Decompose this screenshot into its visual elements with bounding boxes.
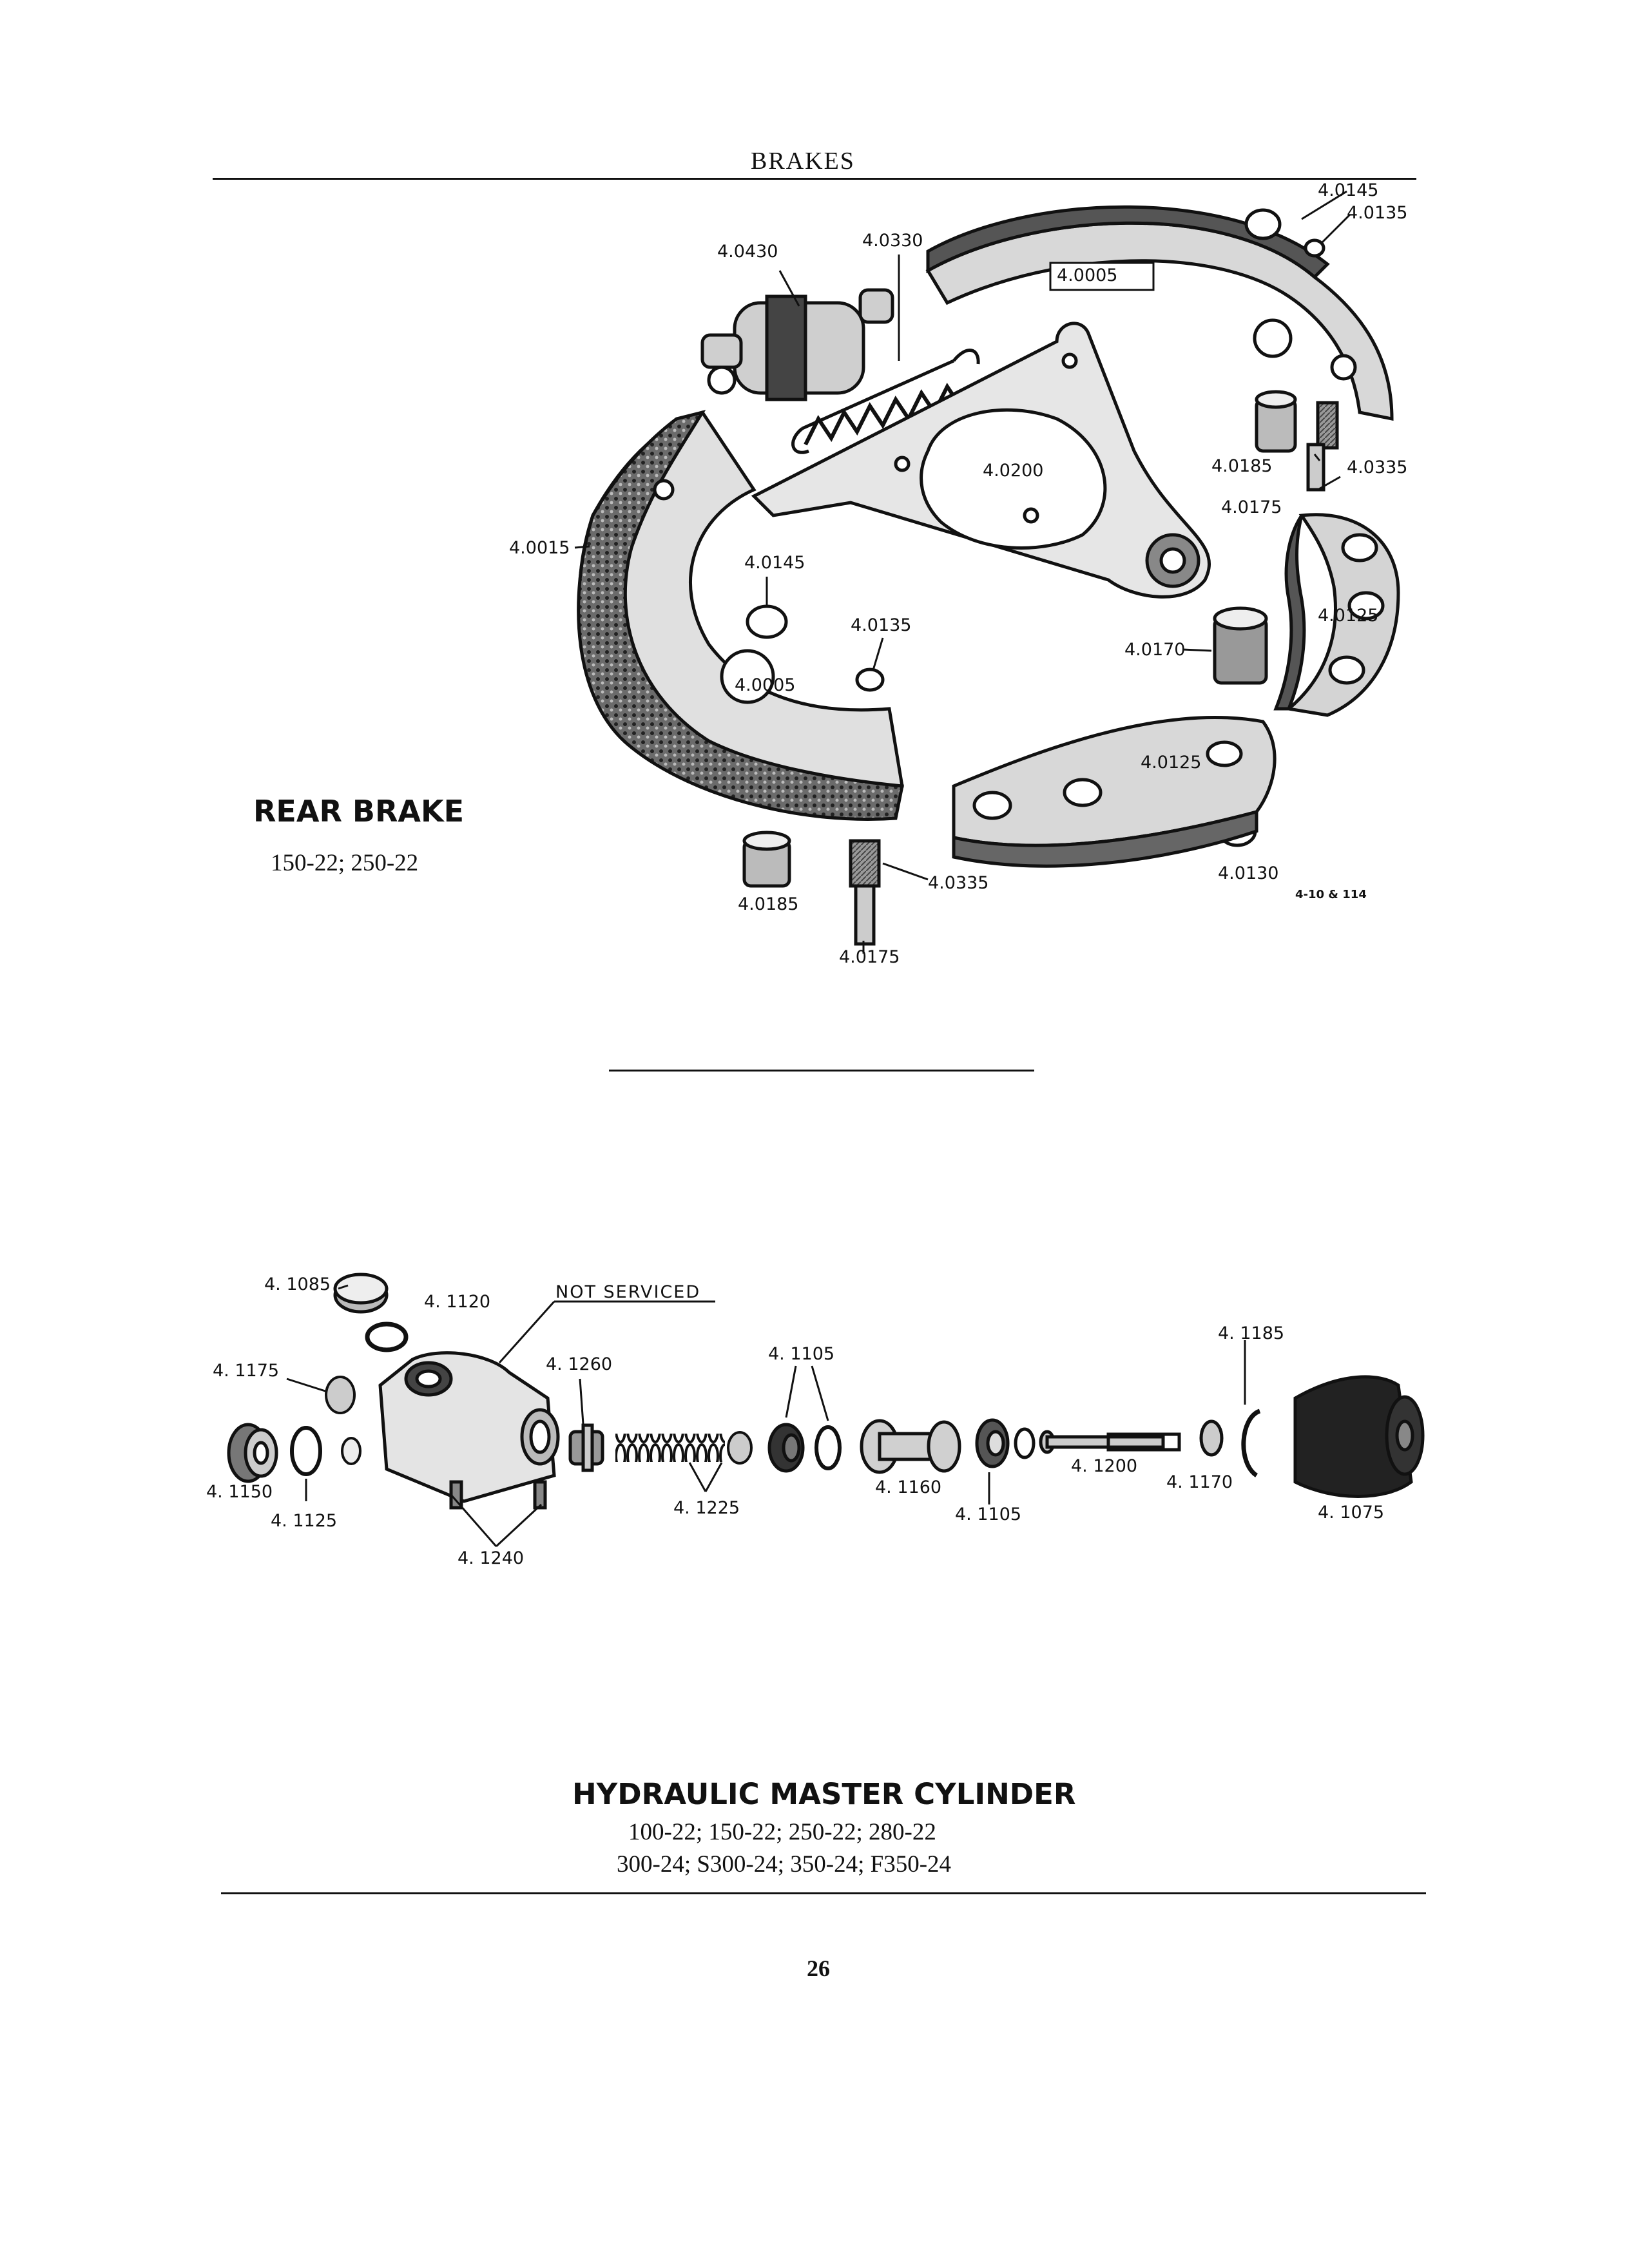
master-cylinder-illustration: [227, 1273, 1425, 1548]
callout-4-1105-bottom: 4. 1105: [955, 1504, 1022, 1524]
piston-cup: [767, 1423, 805, 1473]
push-rod: [1039, 1430, 1181, 1454]
anchor-parts-right: [1255, 390, 1339, 492]
callout-4-0185-right: 4.0185: [1211, 456, 1273, 476]
callout-4-0185-bottom: 4.0185: [738, 894, 799, 914]
rear-brake-models: 150-22; 250-22: [271, 850, 419, 876]
callout-4-1075: 4. 1075: [1318, 1503, 1385, 1523]
cylinder-body: [378, 1351, 560, 1510]
callout-4-1125: 4. 1125: [271, 1511, 338, 1531]
small-washer: [341, 1437, 361, 1465]
callout-4-1105-top: 4. 1105: [768, 1344, 835, 1364]
wheel-cylinder: [700, 288, 894, 401]
callout-4-1150: 4. 1150: [206, 1482, 273, 1502]
callout-4-1085: 4. 1085: [264, 1274, 331, 1294]
secondary-ring: [1014, 1427, 1036, 1459]
callout-4-0005-mid: 4.0005: [735, 675, 796, 695]
callout-4-0145-top: 4.0145: [1318, 180, 1379, 200]
cup-ring: [815, 1425, 842, 1470]
section-divider: [609, 1070, 1034, 1072]
callout-4-0175-bottom: 4.0175: [839, 947, 900, 967]
valve-disk: [325, 1376, 356, 1414]
footer-rule: [221, 1892, 1426, 1894]
anchor-parts-bottom: [742, 831, 881, 946]
gasket: [365, 1321, 409, 1352]
callout-4-0330: 4.0330: [862, 231, 923, 251]
fitting-gasket: [290, 1426, 322, 1476]
callout-4-0335-bottom: 4.0335: [928, 873, 989, 893]
backing-plate: [751, 322, 1211, 599]
callout-4-0130: 4.0130: [1218, 863, 1279, 883]
piston-spring: [615, 1434, 725, 1462]
callout-4-0335-right: 4.0335: [1347, 457, 1408, 477]
figure-reference: 4-10 & 114: [1295, 888, 1367, 901]
rear-brake-title: REAR BRAKE: [253, 794, 465, 829]
spring-retainer: [727, 1431, 753, 1465]
master-cylinder-title: HYDRAULIC MASTER CYLINDER: [572, 1777, 1076, 1811]
callout-4-0005-top: 4.0005: [1057, 265, 1118, 285]
page-number: 26: [807, 1956, 830, 1981]
snap-ring: [1241, 1408, 1261, 1477]
piston: [860, 1419, 961, 1474]
not-serviced-note: NOT SERVICED: [555, 1282, 701, 1302]
callout-4-0200: 4.0200: [983, 461, 1044, 481]
adjuster-arc-right: [1273, 513, 1400, 717]
dust-boot: [1293, 1375, 1425, 1498]
callout-4-0135-top: 4.0135: [1347, 203, 1408, 223]
callout-4-1185: 4. 1185: [1218, 1323, 1285, 1343]
page-header: BRAKES: [751, 148, 855, 175]
brake-shoe-top: [925, 205, 1394, 421]
rear-brake-illustration: [574, 190, 1400, 954]
callout-4-1225: 4. 1225: [673, 1498, 740, 1518]
end-fitting: [227, 1423, 278, 1483]
callout-4-1160: 4. 1160: [875, 1477, 942, 1497]
reservoir-cap: [333, 1273, 389, 1314]
secondary-cup: [975, 1418, 1010, 1468]
callout-4-1240: 4. 1240: [458, 1548, 525, 1568]
callout-4-1260: 4. 1260: [546, 1354, 613, 1374]
callout-4-0125-right: 4.0125: [1318, 606, 1379, 626]
callout-4-0015: 4.0015: [509, 538, 570, 558]
callout-4-0170: 4.0170: [1124, 640, 1186, 660]
brake-shoe-lower: [577, 410, 904, 821]
callout-4-1120: 4. 1120: [424, 1292, 491, 1312]
master-cylinder-models-line1: 100-22; 150-22; 250-22; 280-22: [628, 1819, 936, 1845]
rear-brake-leaders: [574, 190, 1351, 954]
push-rod-washer: [1199, 1419, 1224, 1457]
callout-4-0175-right: 4.0175: [1221, 497, 1282, 517]
callout-4-0135-mid: 4.0135: [851, 615, 912, 635]
callout-4-0145-mid: 4.0145: [744, 553, 805, 573]
callout-4-1170: 4. 1170: [1166, 1472, 1233, 1492]
callout-4-1175: 4. 1175: [213, 1361, 280, 1381]
check-valve: [568, 1423, 604, 1472]
callout-4-0430: 4.0430: [717, 242, 778, 262]
header-rule: [213, 178, 1416, 180]
master-cylinder-models-line2: 300-24; S300-24; 350-24; F350-24: [617, 1851, 952, 1878]
callout-4-1200: 4. 1200: [1071, 1456, 1138, 1476]
callout-4-0125-mid: 4.0125: [1141, 753, 1202, 773]
master-cylinder-leaders: [286, 1284, 1246, 1548]
adjuster-cap: [1213, 606, 1268, 685]
adjuster-arc-lower: [952, 716, 1277, 868]
